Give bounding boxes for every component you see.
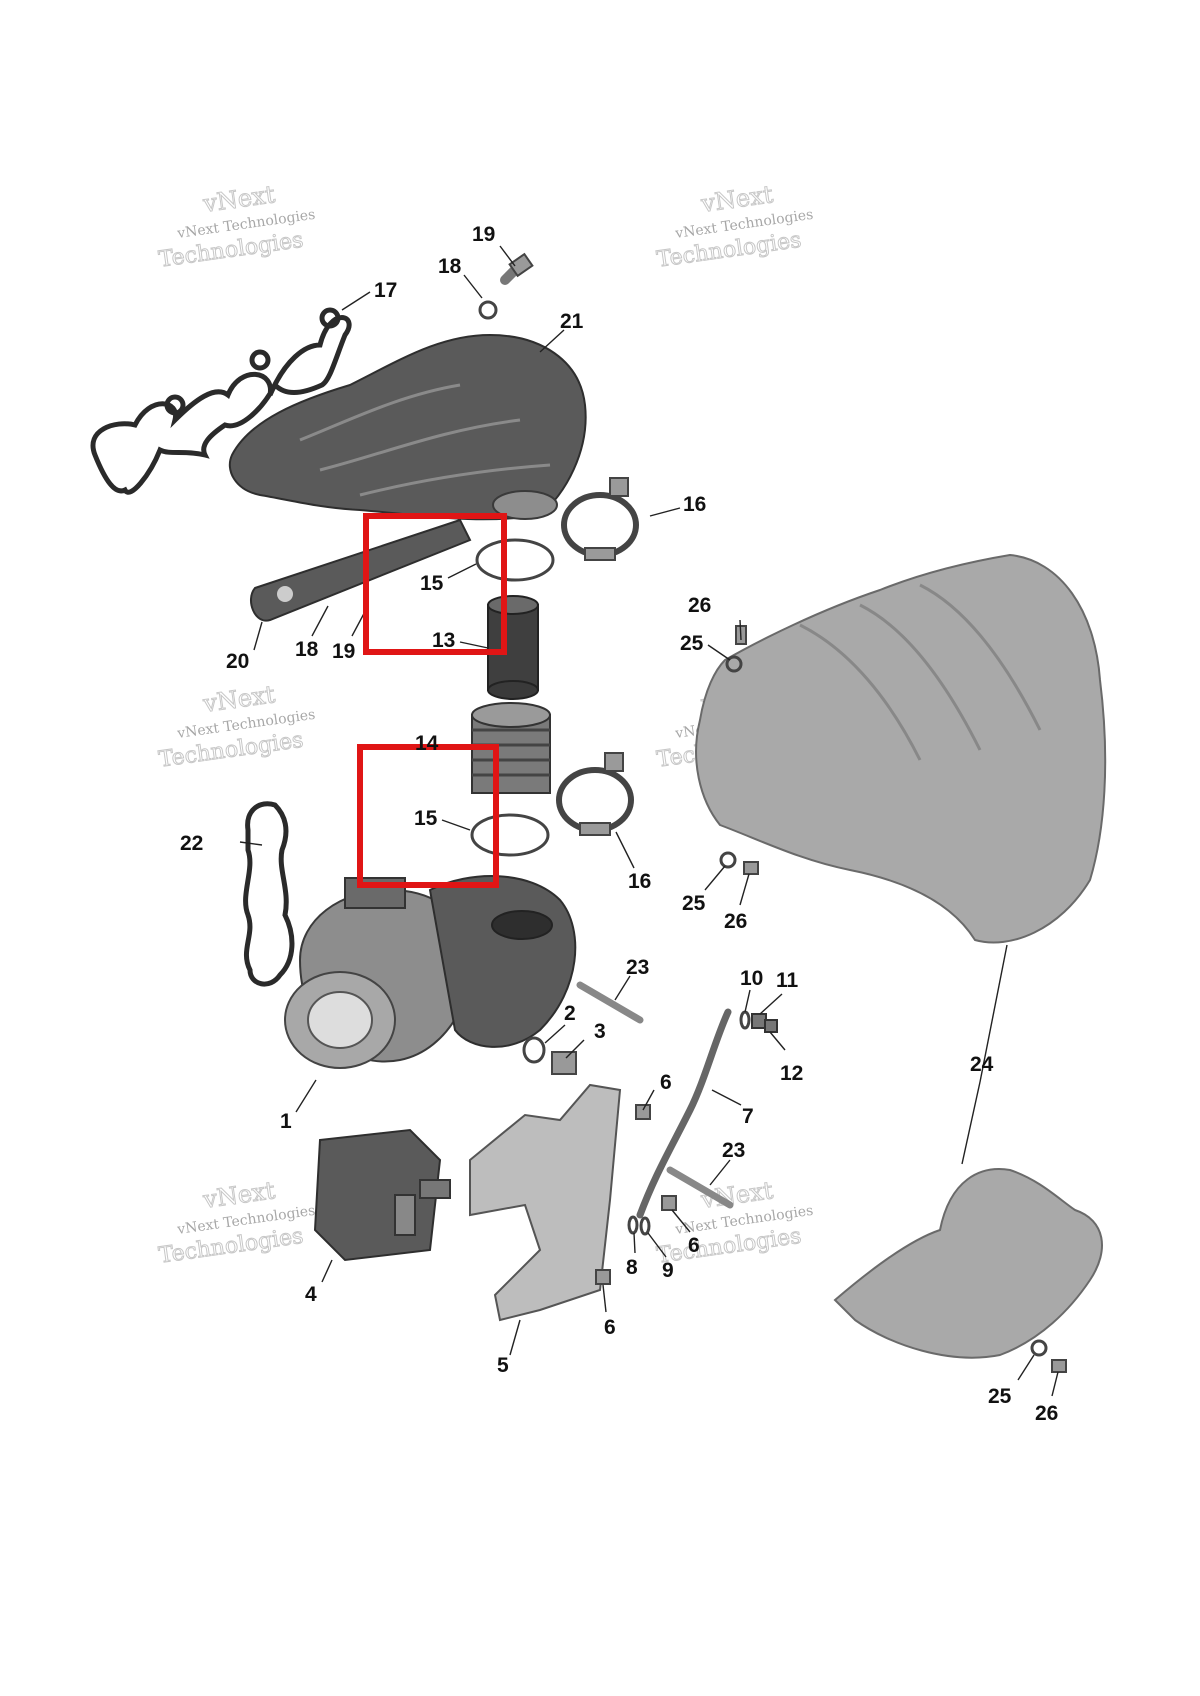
callout-7: 7 (742, 1105, 754, 1128)
highlight-box (357, 744, 499, 888)
callout-26: 26 (1035, 1402, 1058, 1425)
callout-1: 1 (280, 1110, 292, 1133)
callout-12: 12 (780, 1062, 803, 1085)
callout-21: 21 (560, 310, 584, 333)
seal-ring (639, 1216, 651, 1236)
seal-ring (627, 1215, 639, 1235)
callout-5: 5 (497, 1354, 509, 1377)
bolt (635, 1104, 651, 1120)
fitting (751, 1013, 767, 1029)
watermark: vNext vNext Technologies Technologies (157, 180, 317, 274)
bolt (1051, 1359, 1067, 1373)
callout-25: 25 (988, 1385, 1012, 1408)
callout-13: 13 (432, 629, 455, 652)
callout-4: 4 (305, 1283, 317, 1306)
manifold-ribbing (299, 383, 551, 497)
svg-text:vNext: vNext (201, 680, 277, 718)
callout-22: 22 (180, 832, 203, 855)
stud (576, 981, 644, 1024)
callout-15: 15 (414, 807, 438, 830)
leader-lines (239, 245, 1059, 1397)
callout-8: 8 (626, 1256, 638, 1279)
sealing-ring (470, 813, 550, 857)
callout-2: 2 (564, 1002, 576, 1025)
callout-6: 6 (604, 1316, 616, 1339)
bolt (500, 252, 534, 285)
oil-pipe (636, 1008, 732, 1219)
svg-text:vNext: vNext (699, 180, 775, 218)
v-band-clamp (561, 477, 639, 561)
svg-text:vNext: vNext (201, 180, 277, 218)
callout-24: 24 (970, 1053, 994, 1076)
callout-26: 26 (724, 910, 747, 933)
fitting (764, 1019, 778, 1033)
washer (478, 300, 498, 320)
washer (719, 851, 737, 869)
callout-19: 19 (332, 640, 355, 663)
callout-20: 20 (226, 650, 249, 673)
callout-16: 16 (683, 493, 706, 516)
callout-26: 26 (688, 594, 711, 617)
washer (1030, 1339, 1048, 1357)
v-band-clamp (556, 752, 634, 836)
turbo-gasket (243, 801, 295, 987)
callout-labels: 19 18 17 21 16 15 13 20 18 19 26 25 14 1… (180, 223, 1058, 1425)
bolt (595, 1269, 611, 1285)
watermark: vNext vNext Technologies Technologies (655, 180, 815, 274)
callout-15: 15 (420, 572, 444, 595)
watermark: vNext vNext Technologies Technologies (157, 680, 317, 774)
gasket-hole (319, 307, 341, 329)
pipe-sleeve (487, 595, 539, 700)
watermark: vNext vNext Technologies Technologies (157, 1176, 317, 1270)
callout-23: 23 (722, 1139, 745, 1162)
wastegate-actuator (313, 1128, 451, 1262)
callout-6: 6 (660, 1071, 672, 1094)
bolt (743, 861, 759, 875)
gasket-hole (249, 349, 271, 371)
exhaust-manifold (228, 333, 587, 521)
callout-25: 25 (682, 892, 706, 915)
o-ring (522, 1036, 546, 1064)
pipe-bracket (250, 518, 472, 622)
callout-18: 18 (438, 255, 462, 278)
callout-16: 16 (628, 870, 651, 893)
callout-10: 10 (740, 967, 763, 990)
callout-6: 6 (688, 1234, 700, 1257)
callout-11: 11 (776, 969, 799, 992)
manifold-gasket (90, 315, 352, 495)
heat-shield-ribs (799, 583, 1042, 761)
bracket-hole (277, 586, 293, 602)
callout-18: 18 (295, 638, 319, 661)
seal-ring (739, 1010, 751, 1030)
turbocharger (284, 875, 577, 1069)
gasket-hole (164, 394, 186, 416)
callout-3: 3 (594, 1020, 606, 1043)
watermark: vNext vNext Technologies Technologies (655, 1176, 815, 1270)
callout-23: 23 (626, 956, 649, 979)
manifold-outlet (492, 490, 558, 520)
washer (725, 655, 743, 673)
callout-9: 9 (662, 1259, 674, 1282)
bellows (471, 702, 551, 794)
svg-text:vNext: vNext (201, 1176, 277, 1214)
turbo-support-bracket (469, 1083, 622, 1322)
stud (666, 1166, 734, 1209)
callout-14: 14 (415, 732, 439, 755)
sealing-ring (475, 538, 555, 582)
heat-shield-upper (695, 553, 1107, 944)
bolt (661, 1195, 677, 1211)
heat-shield-lower (833, 1168, 1103, 1359)
banjo-bolt (551, 1051, 577, 1075)
callout-25: 25 (680, 632, 704, 655)
highlight-box (363, 513, 507, 655)
callout-17: 17 (374, 279, 397, 302)
callout-19: 19 (472, 223, 495, 246)
